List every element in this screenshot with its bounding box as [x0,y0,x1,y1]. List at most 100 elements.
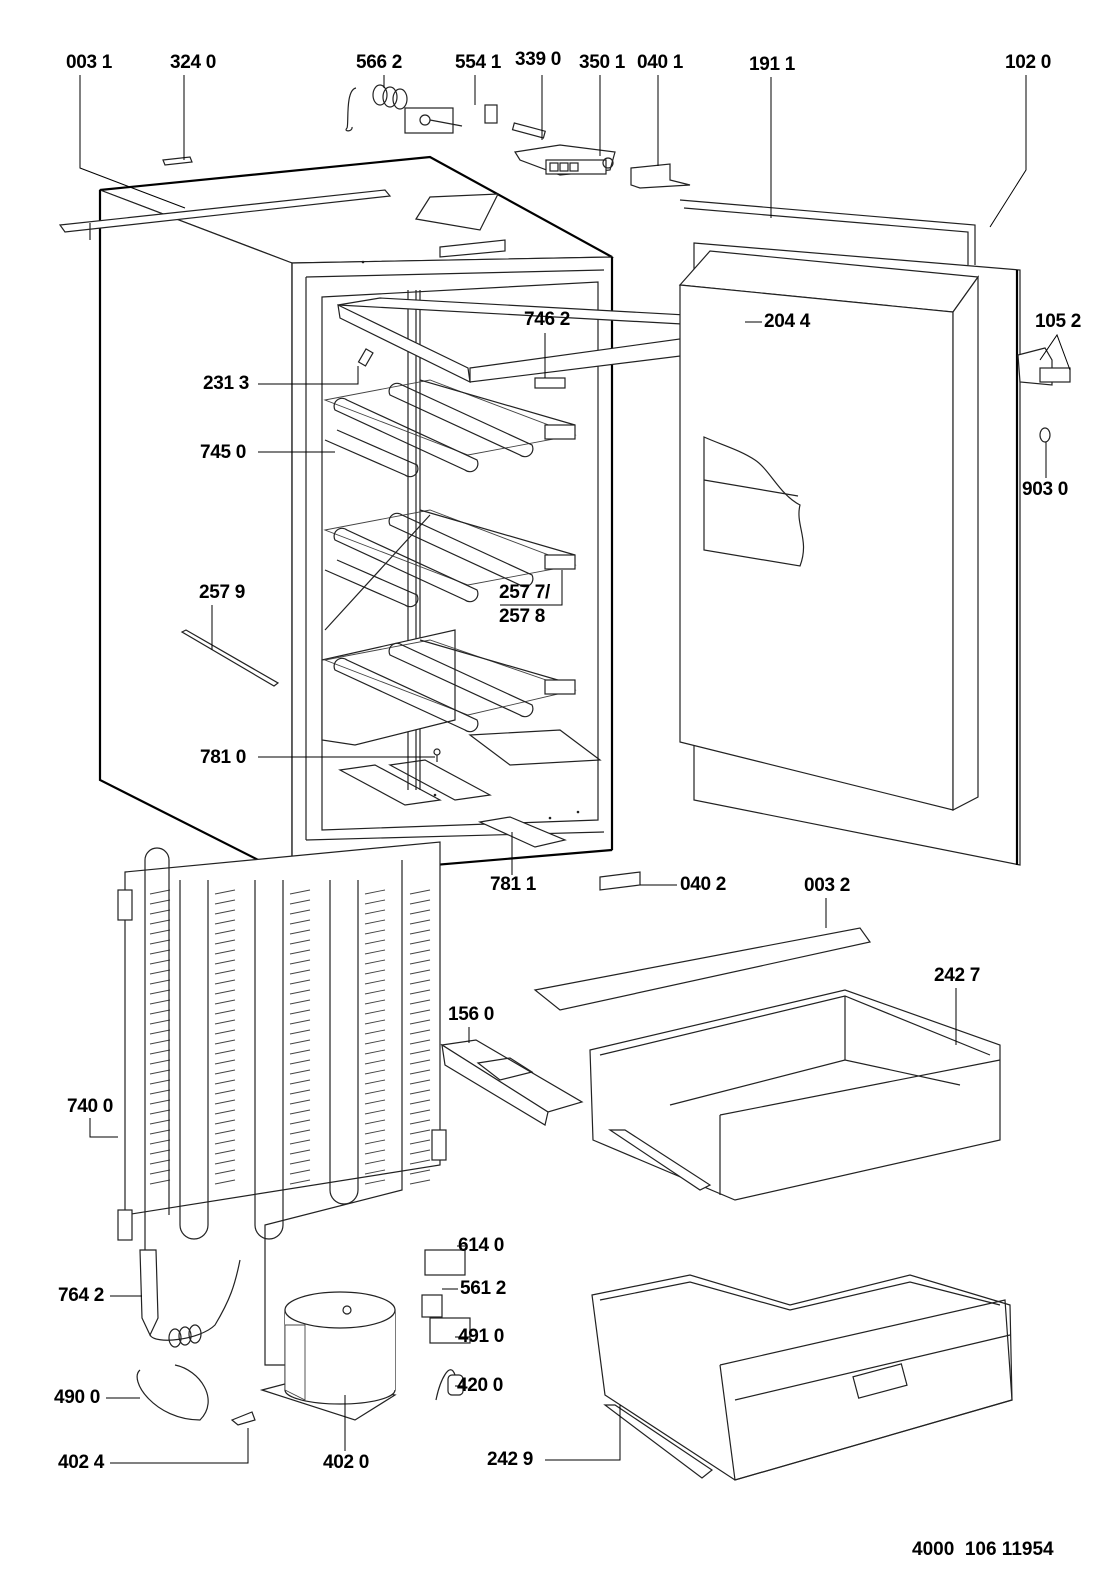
condenser-fin [364,939,386,945]
callout-2577: 257 7/ [499,582,551,603]
callout-0402: 040 2 [680,874,727,895]
condenser-fin [149,1129,171,1135]
condenser-fin [409,969,431,975]
condenser-fin [409,1089,431,1095]
callout-4200: 420 0 [457,1375,504,1396]
callout-4024: 402 4 [58,1452,105,1473]
condenser-fin [149,1179,171,1185]
condenser-fin [149,1149,171,1155]
condenser-fin [214,1059,236,1065]
condenser-fin [149,999,171,1005]
condenser-fin [364,1089,386,1095]
condenser-fin [214,1029,236,1035]
lower-drawer-2429 [591,1274,1013,1481]
callout-1052: 105 2 [1035,311,1082,332]
condenser-fin [289,1099,311,1105]
condenser-fin [289,1019,311,1025]
condenser-fin [364,959,386,965]
condenser-fin [289,1129,311,1135]
condenser-fin [409,1169,431,1175]
condenser-fin [289,989,311,995]
condenser-fin [409,1049,431,1055]
condenser-fin [364,1139,386,1145]
condenser-fin [214,989,236,995]
condenser-fin [409,1019,431,1025]
document-number: 4000 106 11954 [912,1539,1054,1560]
condenser-fin [149,989,171,995]
condenser-fin [214,919,236,925]
condenser-fin [364,1109,386,1115]
condenser-fin [289,959,311,965]
callout-4020: 402 0 [323,1452,370,1473]
callout-7810: 781 0 [200,747,247,768]
condenser-fin [149,1169,171,1175]
base-rail-0032 [533,927,872,1011]
callout-7450: 745 0 [200,442,247,463]
condenser-fin [149,1059,171,1065]
condenser-fin [289,909,311,915]
condenser-fin [289,1109,311,1115]
callout-3501: 350 1 [579,52,626,73]
callout-7400: 740 0 [67,1096,114,1117]
condenser-fin [364,1129,386,1135]
condenser-fin [214,1049,236,1055]
evaporator-shelves [321,379,577,762]
plinth-7811 [477,816,567,848]
condenser-fin [149,1159,171,1165]
condenser-fin [214,1159,236,1165]
callout-3240: 324 0 [170,52,217,73]
callout-5662: 566 2 [356,52,403,73]
condenser-fin [409,919,431,925]
condenser-fin [149,1019,171,1025]
condenser-fin [409,989,431,995]
condenser-fin [409,1159,431,1165]
condenser-fin [364,909,386,915]
condenser-fin [364,1039,386,1045]
condenser-fin [409,1009,431,1015]
callout-0031: 003 1 [66,52,113,73]
electrical-parts [136,1249,471,1426]
condenser-fin [289,1139,311,1145]
condenser-fin [364,969,386,975]
condenser-fin [214,1069,236,1075]
condenser-fin [409,1179,431,1185]
callout-2578: 257 8 [499,606,546,627]
condenser-fin [214,1079,236,1085]
condenser-fin [289,1059,311,1065]
condenser-fin [364,889,386,895]
condenser-fin [149,1079,171,1085]
condenser-fin [214,1179,236,1185]
condenser-fin [214,1129,236,1135]
condenser-fin [409,909,431,915]
condenser-fin [364,1009,386,1015]
callout-4900: 490 0 [54,1387,101,1408]
callout-2044: 204 4 [764,311,811,332]
shelf-rail-2579 [180,629,280,687]
condenser-fin [149,909,171,915]
condenser-fin [364,1059,386,1065]
condenser-fin [289,1049,311,1055]
condenser-fin [214,929,236,935]
callout-2579: 257 9 [199,582,246,603]
condenser-fin [149,949,171,955]
condenser-fin [409,1039,431,1045]
condenser-fin [214,899,236,905]
condenser-fin [289,1079,311,1085]
condenser-fin [149,1049,171,1055]
condenser-fin [364,1069,386,1075]
top-shelf-2044 [337,297,746,389]
callout-1020: 102 0 [1005,52,1052,73]
condenser-fin [214,909,236,915]
condenser-fin [289,929,311,935]
callout-5612: 561 2 [460,1278,507,1299]
condenser-fin [364,1019,386,1025]
callout-5541: 554 1 [455,52,502,73]
condenser-fin [214,1169,236,1175]
callout-4910: 491 0 [458,1326,505,1347]
condenser-fin [289,999,311,1005]
condenser-fin [409,959,431,965]
condenser-fin [364,899,386,905]
condenser-fin [364,1029,386,1035]
condenser-fin [289,1029,311,1035]
callout-0401: 040 1 [637,52,684,73]
